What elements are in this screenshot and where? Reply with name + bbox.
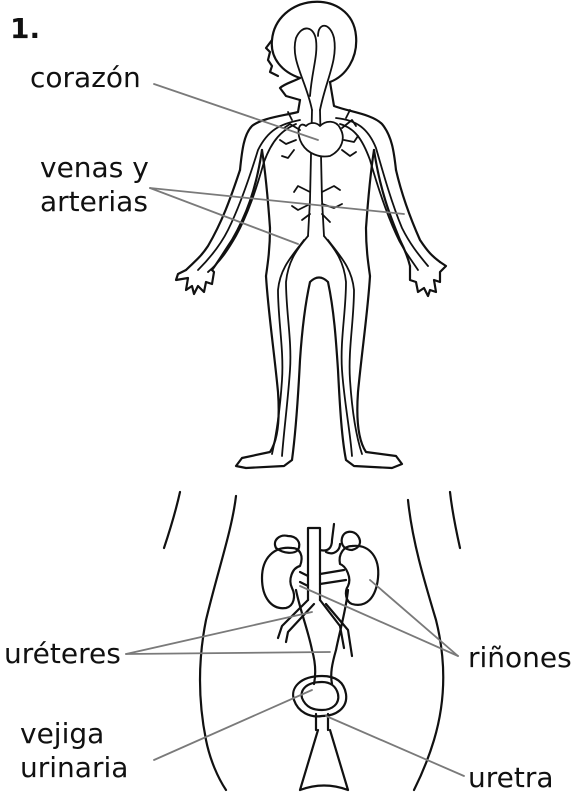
right-arm-outline xyxy=(374,150,440,266)
leg-vessels xyxy=(272,236,362,456)
leader-kidneys-a xyxy=(370,580,458,656)
right-kidney xyxy=(340,546,379,605)
right-adrenal xyxy=(342,532,360,550)
bladder xyxy=(293,676,346,716)
groin-contour xyxy=(300,730,348,790)
label-vessels-line2: arterias xyxy=(40,186,148,218)
torso-outline xyxy=(262,150,374,276)
left-adrenal xyxy=(275,536,299,553)
leader-ureters-a xyxy=(126,612,312,654)
left-kidney xyxy=(262,548,302,608)
head-outline xyxy=(272,2,356,100)
left-arm-outline xyxy=(186,150,262,270)
label-ureters: uréteres xyxy=(4,638,121,670)
figure-number: 1. xyxy=(10,12,40,45)
label-kidneys: riñones xyxy=(468,642,572,674)
head-vessels xyxy=(295,26,335,110)
heart-shape xyxy=(299,122,343,157)
leader-kidneys-b xyxy=(300,586,458,656)
leader-vessels-a xyxy=(150,188,404,214)
iliac-vessels xyxy=(278,600,352,656)
waist-contour-right xyxy=(408,492,460,790)
legs-outline xyxy=(236,276,402,468)
left-lung-vessels xyxy=(280,112,300,158)
leader-urethra xyxy=(326,716,464,776)
label-urethra: uretra xyxy=(468,762,554,794)
leader-bladder xyxy=(154,690,312,760)
label-vessels-line1: venas y xyxy=(40,152,149,184)
waist-contour-left xyxy=(164,492,236,790)
lower-aorta xyxy=(308,524,340,600)
label-bladder-line2: urinaria xyxy=(20,752,128,784)
blood-vessels xyxy=(198,26,428,456)
label-heart: corazón xyxy=(30,62,141,94)
label-bladder-line1: vejiga xyxy=(20,718,104,750)
leader-ureters-b xyxy=(126,652,330,654)
left-hand-outline xyxy=(176,270,214,294)
urinary-system xyxy=(164,492,460,790)
